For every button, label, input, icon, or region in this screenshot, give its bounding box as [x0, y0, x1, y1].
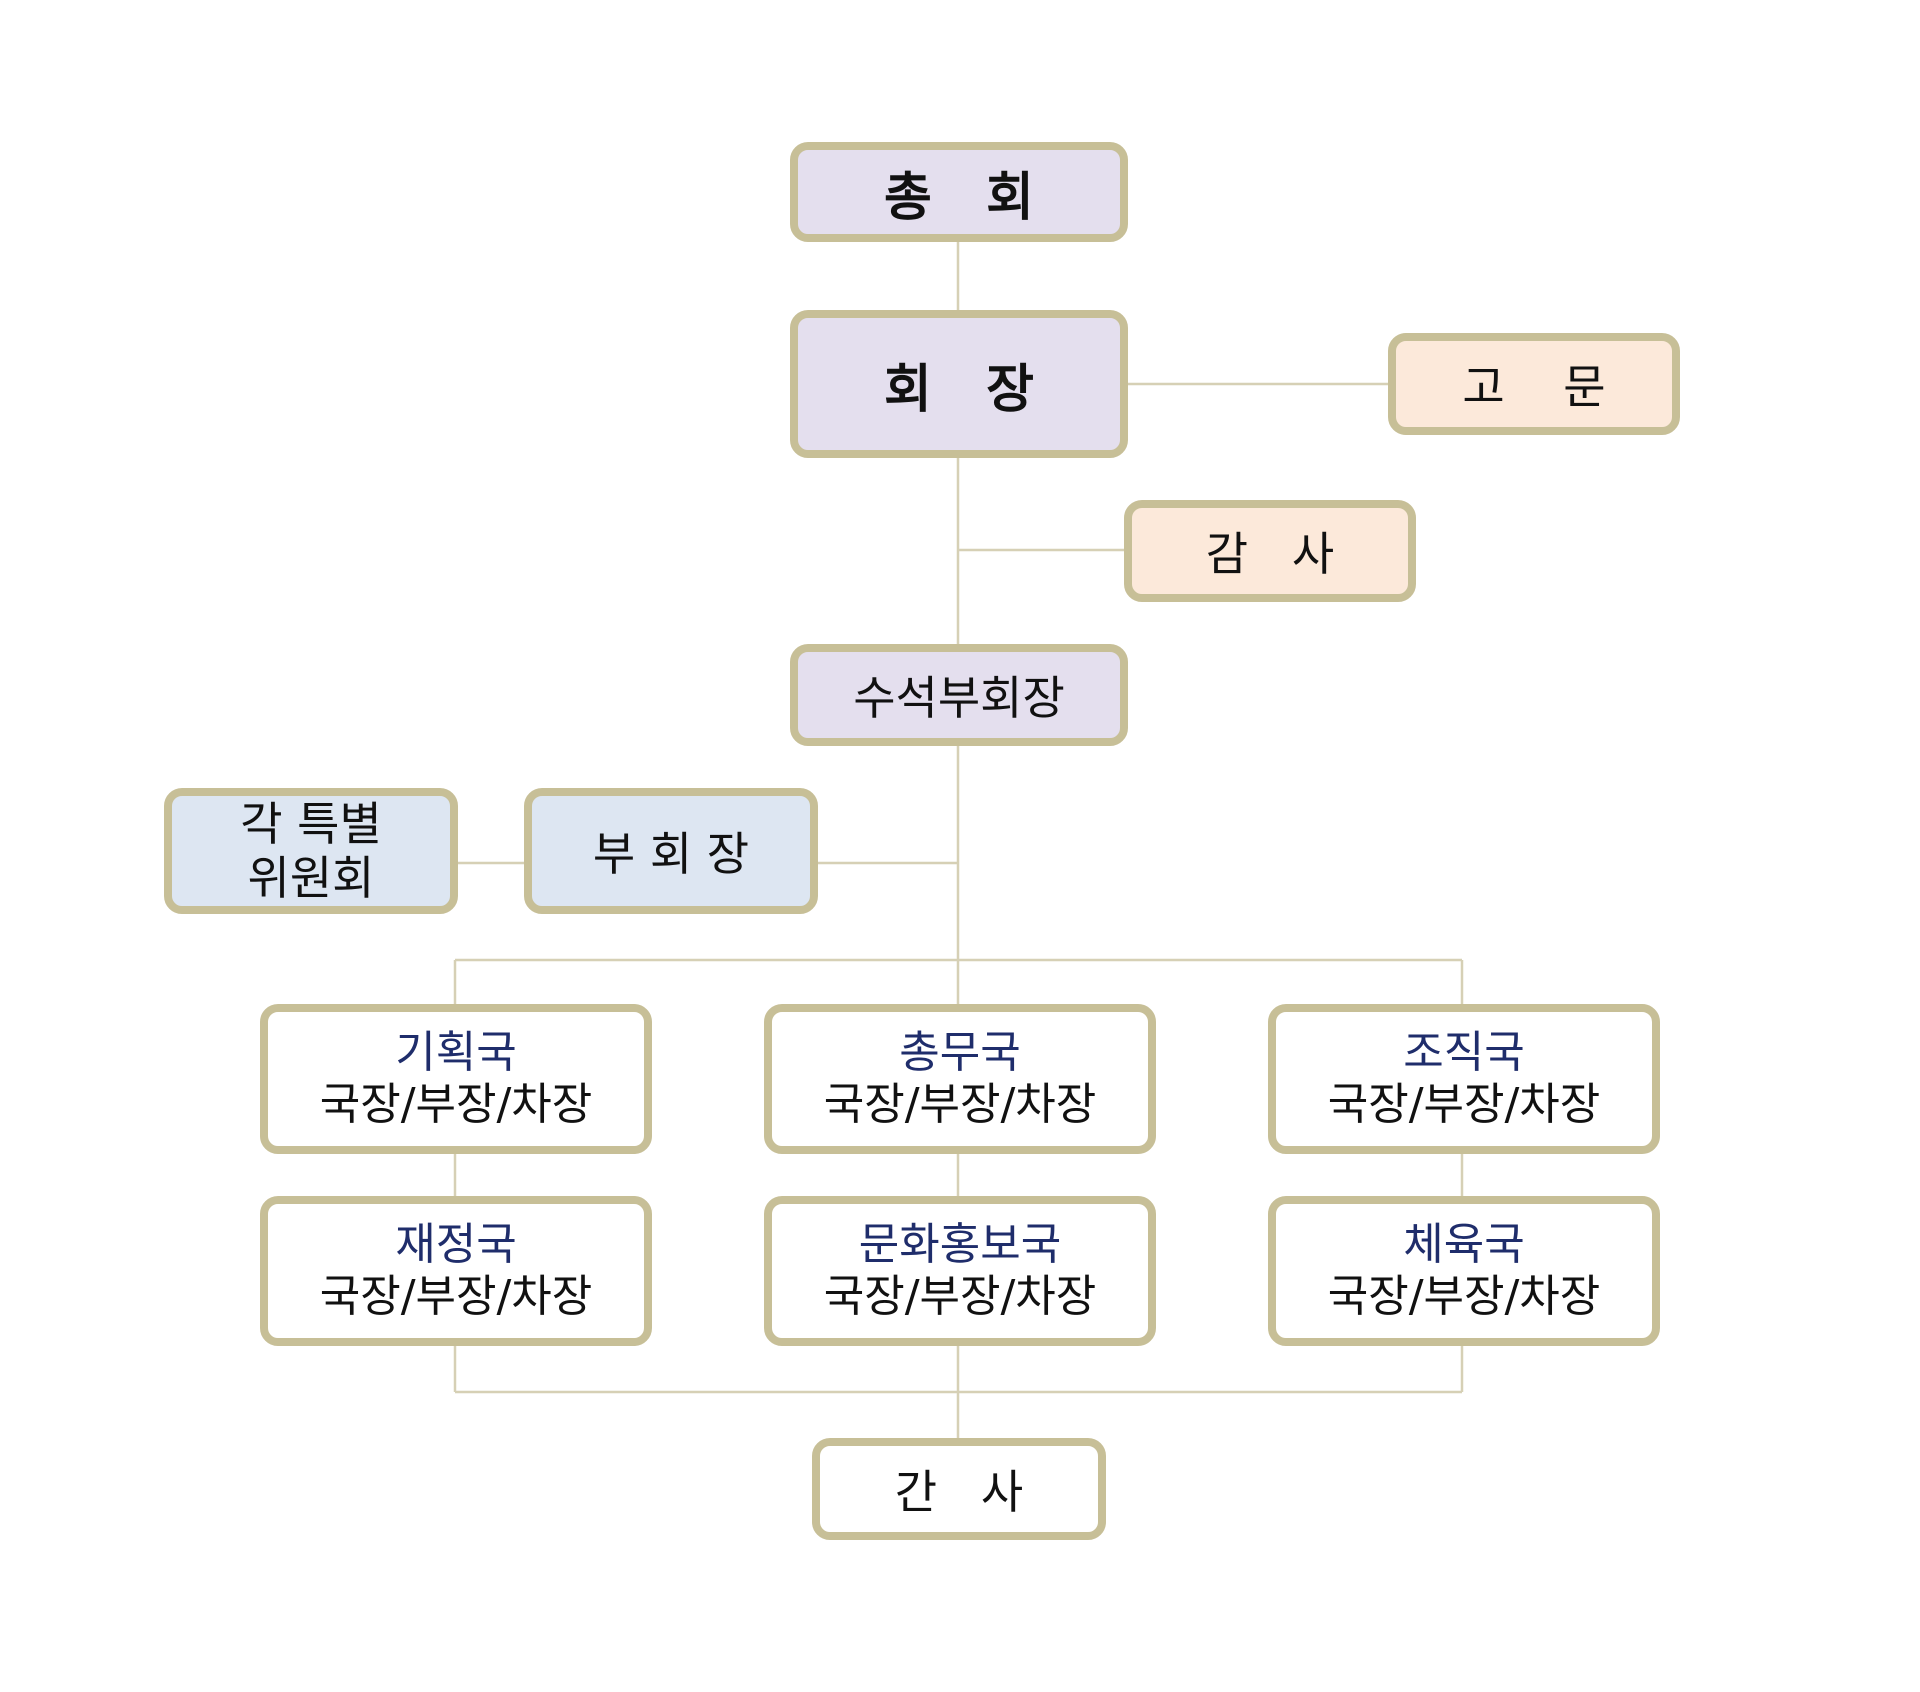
node-advisor: 고 문	[1388, 333, 1680, 435]
node-president: 회 장	[790, 310, 1128, 458]
node-finance-name: 재정국	[395, 1219, 517, 1270]
node-vice-president: 부 회 장	[524, 788, 818, 914]
node-secretary-label: 간 사	[894, 1465, 1024, 1519]
node-culture-pr: 문화홍보국 국장/부장/차장	[764, 1196, 1156, 1346]
node-planning: 기획국 국장/부장/차장	[260, 1004, 652, 1154]
node-general-affairs: 총무국 국장/부장/차장	[764, 1004, 1156, 1154]
node-finance: 재정국 국장/부장/차장	[260, 1196, 652, 1346]
node-president-label: 회 장	[884, 359, 1034, 420]
node-vice-president-label: 부 회 장	[592, 827, 750, 881]
node-special-committees-line1: 각 특별	[240, 797, 382, 851]
node-planning-name: 기획국	[395, 1027, 517, 1078]
node-organization-name: 조직국	[1403, 1027, 1525, 1078]
node-special-committees-line2: 위원회	[247, 851, 375, 905]
node-organization: 조직국 국장/부장/차장	[1268, 1004, 1660, 1154]
node-senior-vp-label: 수석부회장	[853, 671, 1065, 725]
node-special-committees: 각 특별 위원회	[164, 788, 458, 914]
node-sports-name: 체육국	[1403, 1219, 1525, 1270]
node-culture-pr-roles: 국장/부장/차장	[823, 1271, 1097, 1322]
node-auditor: 감 사	[1124, 500, 1416, 602]
node-finance-roles: 국장/부장/차장	[319, 1271, 593, 1322]
node-sports: 체육국 국장/부장/차장	[1268, 1196, 1660, 1346]
node-planning-roles: 국장/부장/차장	[319, 1079, 593, 1130]
node-senior-vp: 수석부회장	[790, 644, 1128, 746]
node-advisor-label: 고 문	[1462, 360, 1606, 414]
node-general-affairs-name: 총무국	[899, 1027, 1021, 1078]
node-general-affairs-roles: 국장/부장/차장	[823, 1079, 1097, 1130]
node-organization-roles: 국장/부장/차장	[1327, 1079, 1601, 1130]
node-culture-pr-name: 문화홍보국	[858, 1219, 1062, 1270]
node-secretary: 간 사	[812, 1438, 1106, 1540]
node-general-assembly: 총 회	[790, 142, 1128, 242]
node-auditor-label: 감 사	[1205, 527, 1335, 581]
node-sports-roles: 국장/부장/차장	[1327, 1271, 1601, 1322]
node-general-assembly-label: 총 회	[884, 167, 1034, 228]
